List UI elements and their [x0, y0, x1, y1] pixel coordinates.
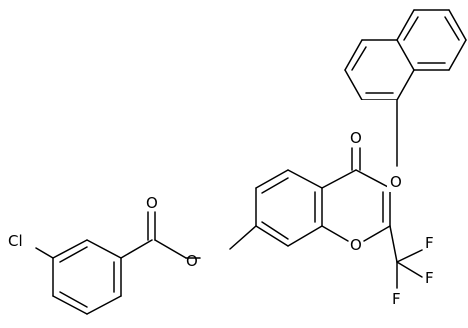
chromone-benzo-ring: [255, 169, 323, 247]
bond: [444, 16, 460, 41]
bond: [52, 239, 88, 259]
bond: [389, 225, 398, 263]
bond: [396, 9, 415, 41]
bond: [448, 9, 467, 41]
ketone-oxygen-label: O: [350, 129, 362, 147]
chromone-pyranone-ring: O O: [321, 129, 391, 254]
naphthalene-group: [344, 9, 467, 101]
bond: [355, 169, 391, 189]
bond: [154, 239, 187, 259]
mask: [387, 170, 409, 192]
bond: [344, 39, 363, 71]
aryl-ether: O: [387, 99, 409, 192]
ring-oxygen-label: O: [350, 236, 362, 254]
bond: [261, 177, 289, 194]
bond: [287, 169, 323, 189]
bond: [86, 239, 122, 259]
mask: [200, 100, 468, 328]
bond: [403, 16, 419, 41]
bond: [344, 69, 363, 101]
bond: [448, 39, 467, 71]
ester-linkage: O O: [120, 194, 257, 270]
ester-carbonyl-oxygen-label: O: [146, 194, 158, 212]
bond: [396, 249, 423, 263]
bond: [229, 225, 257, 250]
fluorine-label: F: [425, 269, 434, 287]
fluorine-label: F: [392, 290, 401, 308]
bond: [120, 239, 153, 259]
bond: [35, 247, 54, 259]
bond: [59, 291, 88, 308]
fluorine-label: F: [425, 234, 434, 252]
bond: [396, 69, 415, 101]
bond: [321, 225, 349, 242]
bond: [363, 225, 391, 242]
chlorine-label: Cl: [8, 232, 23, 250]
bond: [59, 246, 88, 263]
bond: [255, 225, 289, 247]
chlorophenyl-group: Cl: [8, 232, 122, 315]
bond: [396, 39, 415, 71]
bond: [396, 261, 423, 278]
bond: [255, 169, 289, 189]
ester-oxygen-label: O: [186, 252, 198, 270]
trifluoromethyl-group: F F F: [389, 225, 434, 308]
bond: [52, 295, 88, 315]
bond: [351, 46, 367, 71]
bond: [287, 225, 323, 247]
bond: [321, 169, 357, 189]
bond: [261, 221, 289, 240]
bond: [86, 295, 122, 315]
ether-oxygen-label: O: [390, 173, 402, 191]
